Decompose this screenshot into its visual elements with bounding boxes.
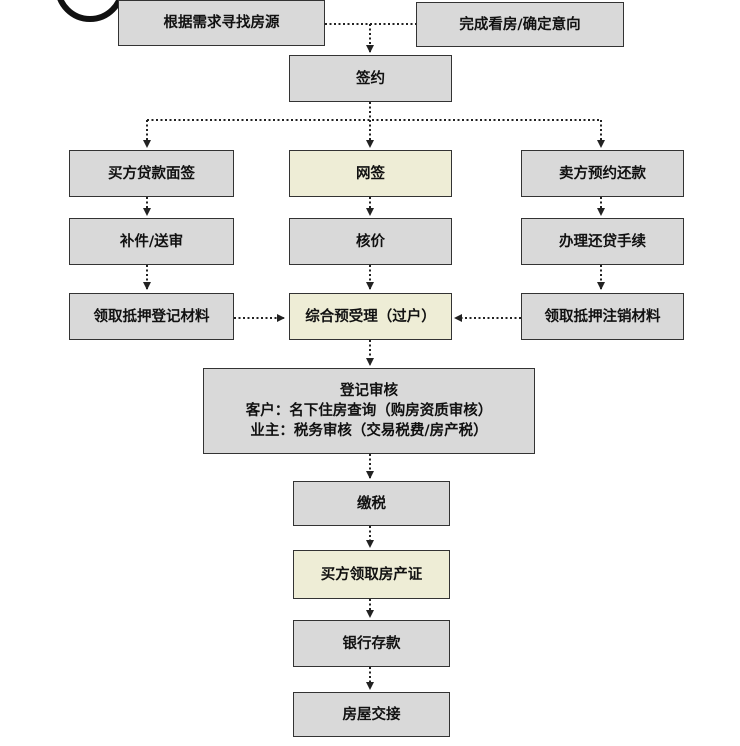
node-pay-tax: 缴税 bbox=[293, 481, 450, 526]
node-buyer-loan-sign: 买方贷款面签 bbox=[69, 150, 234, 197]
registration-review-line1: 客户：名下住房查询（购房资质审核） bbox=[245, 403, 493, 419]
node-handover: 房屋交接 bbox=[293, 692, 450, 737]
node-get-mortgage-cancel-docs: 领取抵押注销材料 bbox=[521, 293, 684, 340]
registration-review-line2: 业主：税务审核（交易税费/房产税） bbox=[250, 423, 488, 439]
node-buyer-get-certificate: 买方领取房产证 bbox=[293, 550, 450, 599]
node-online-sign: 网签 bbox=[289, 150, 452, 197]
node-seller-repay: 卖方预约还款 bbox=[521, 150, 684, 197]
node-sign: 签约 bbox=[289, 55, 452, 102]
node-confirm-intent: 完成看房/确定意向 bbox=[416, 2, 624, 47]
node-repay-procedure: 办理还贷手续 bbox=[521, 218, 684, 265]
node-find-property: 根据需求寻找房源 bbox=[118, 0, 325, 46]
node-supplement-review: 补件/送审 bbox=[69, 218, 234, 265]
node-registration-review: 登记审核 客户：名下住房查询（购房资质审核） 业主：税务审核（交易税费/房产税） bbox=[203, 368, 535, 454]
node-price-check: 核价 bbox=[289, 218, 452, 265]
node-bank-deposit: 银行存款 bbox=[293, 620, 450, 667]
registration-review-title: 登记审核 bbox=[340, 383, 398, 399]
node-transfer-accept: 综合预受理（过户） bbox=[289, 293, 452, 340]
node-get-mortgage-reg-docs: 领取抵押登记材料 bbox=[69, 293, 234, 340]
